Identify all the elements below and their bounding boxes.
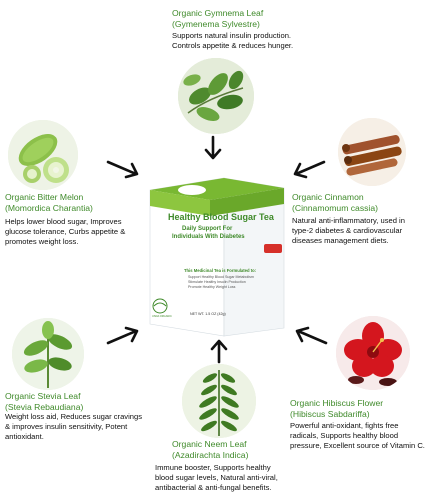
neem-latin: (Azadirachta Indica) xyxy=(172,449,249,460)
stevia-desc-line: antioxidant. xyxy=(5,431,44,441)
bitter-melon-latin: (Momordica Charantia) xyxy=(5,202,93,213)
neem-description: Immune booster, Supports healthy blood s… xyxy=(155,463,278,492)
product-benefit-2: Stimulate Healthy Insulin Production xyxy=(188,280,246,284)
arrow-right-down-icon xyxy=(106,160,139,179)
product-name: Healthy Blood Sugar Tea xyxy=(168,212,274,222)
hibiscus-desc-line: pressure, Excellent source of Vitamin C. xyxy=(290,440,425,450)
gymnema-leaf-image xyxy=(178,58,254,134)
cinnamon-image xyxy=(338,118,406,186)
gymnema-desc-line: Supports natural insulin production. xyxy=(172,31,292,40)
hibiscus-flower-image xyxy=(336,316,410,390)
cinnamon-desc-line: type-2 diabetes & cardiovascular xyxy=(292,225,403,235)
cinnamon-name: Organic Cinnamon xyxy=(292,192,364,202)
hibiscus-name: Organic Hibiscus Flower xyxy=(290,398,384,408)
product-net-weight: NET WT. 1.5 OZ (42g) xyxy=(190,312,226,316)
arrow-down-icon xyxy=(204,135,222,160)
gymnema-description: Supports natural insulin production. Con… xyxy=(172,31,293,51)
bitter-melon-image xyxy=(8,120,78,190)
stevia-desc-line: & improves insulin sensitivity, Potent xyxy=(5,421,128,431)
gymnema-latin: (Gymenema Sylvestre) xyxy=(172,18,260,29)
product-formulated: This Medicinal Tea is Formulated to: xyxy=(184,268,257,273)
bitter-melon-title-block: Organic Bitter Melon (Momordica Charanti… xyxy=(5,192,93,213)
cinnamon-desc-line: diseases management diets. xyxy=(292,235,389,245)
hibiscus-title-block: Organic Hibiscus Flower (Hibiscus Sabdar… xyxy=(290,398,383,419)
stevia-leaf-image xyxy=(12,318,84,390)
cinnamon-desc-line: Natural anti-inflammatory, used in xyxy=(292,216,405,225)
bitter-melon-name: Organic Bitter Melon xyxy=(5,192,84,202)
cinnamon-description: Natural anti-inflammatory, used in type-… xyxy=(292,216,405,245)
hibiscus-latin: (Hibiscus Sabdariffa) xyxy=(290,408,370,419)
stevia-title-block: Organic Stevia Leaf (Stevia Rebaudiana) xyxy=(5,391,83,412)
product-tagline-2: Individuals With Diabetes xyxy=(172,234,245,240)
product-box: Healthy Blood Sugar Tea Daily Support Fo… xyxy=(144,160,290,338)
arrow-right-up-icon xyxy=(106,326,139,345)
neem-title-block: Organic Neem Leaf (Azadirachta Indica) xyxy=(172,439,248,460)
usda-organic-seal: USDA ORGANIC xyxy=(152,315,172,318)
arrow-left-up-icon xyxy=(295,326,328,345)
stevia-desc-line: Weight loss aid, Reduces sugar cravings xyxy=(5,412,143,421)
gymnema-desc-line: Controls appetite & reduces hunger. xyxy=(172,40,294,50)
product-box-icon xyxy=(149,177,285,337)
stevia-latin: (Stevia Rebaudiana) xyxy=(5,401,84,412)
product-benefit-3: Promote Healthy Weight Loss xyxy=(188,285,236,289)
bitter-melon-desc-line: Helps lower blood sugar, Improves xyxy=(5,217,122,226)
neem-desc-line: Immune booster, Supports healthy xyxy=(155,463,271,472)
neem-name: Organic Neem Leaf xyxy=(172,439,247,449)
product-tagline-1: Daily Support For xyxy=(182,226,233,232)
bitter-melon-description: Helps lower blood sugar, Improves glucos… xyxy=(5,217,125,246)
cinnamon-title-block: Organic Cinnamon (Cinnamomum cassia) xyxy=(292,192,378,213)
arrow-up-icon xyxy=(210,339,228,364)
hibiscus-description: Powerful anti-oxidant, fights free radic… xyxy=(290,421,425,450)
cinnamon-latin: (Cinnamomum cassia) xyxy=(292,202,378,213)
gymnema-title-block: Organic Gymnema Leaf (Gymenema Sylvestre… xyxy=(172,8,263,29)
neem-desc-line: blood sugar levels, Natural anti-viral, xyxy=(155,472,278,482)
arrow-left-down-icon xyxy=(293,160,326,179)
hibiscus-desc-line: Powerful anti-oxidant, fights free xyxy=(290,421,399,430)
stevia-description: Weight loss aid, Reduces sugar cravings … xyxy=(5,412,142,441)
bitter-melon-desc-line: promotes weight loss. xyxy=(5,236,79,246)
hibiscus-desc-line: radicals, Supports healthy blood xyxy=(290,430,399,440)
neem-leaf-image xyxy=(182,364,256,438)
product-benefit-1: Support Healthy Blood Sugar Metabolism xyxy=(188,275,254,279)
neem-desc-line: antibacterial & anti-fungal benefits. xyxy=(155,482,272,492)
bitter-melon-desc-line: glucose tolerance, Curbs appetite & xyxy=(5,226,126,236)
stevia-name: Organic Stevia Leaf xyxy=(5,391,81,401)
gymnema-name: Organic Gymnema Leaf xyxy=(172,8,264,18)
